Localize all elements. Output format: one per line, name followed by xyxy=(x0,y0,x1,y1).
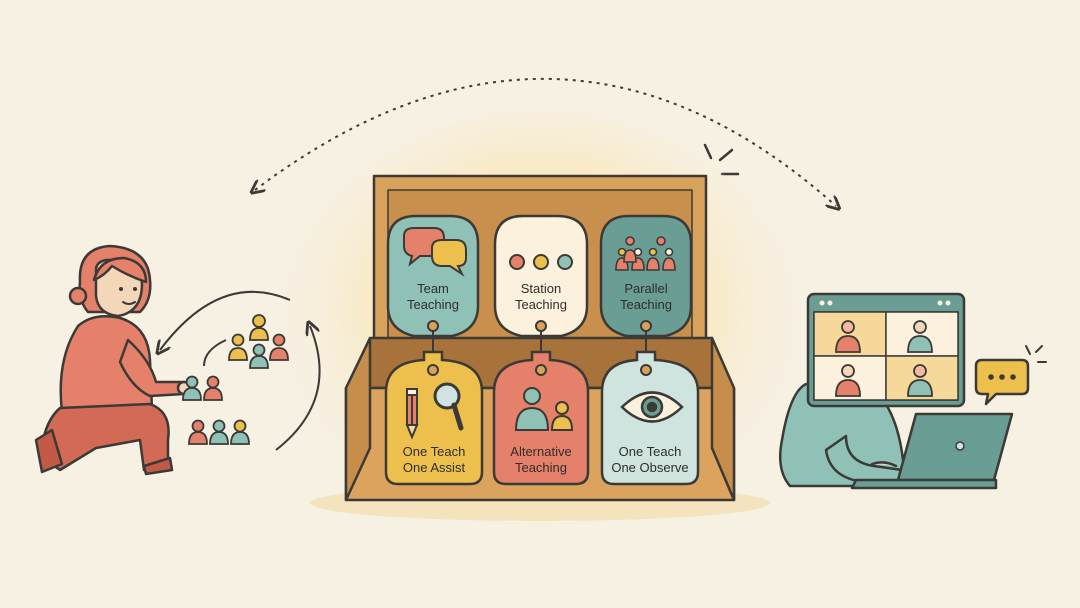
tag-alternative-teaching-line2: Teaching xyxy=(515,460,567,475)
tag-one-teach-one-observe-line2: One Observe xyxy=(611,460,688,475)
tag-parallel-teaching: Parallel Teaching xyxy=(599,214,693,338)
speech-bubbles-icon xyxy=(403,227,467,277)
teacher-hair-bun xyxy=(68,286,88,306)
video-call-monitor-icon xyxy=(806,292,966,408)
tag-hole xyxy=(427,364,439,376)
tag-team-teaching-line1: Team xyxy=(417,281,449,296)
tag-strings xyxy=(432,331,647,352)
laptop-icon xyxy=(850,412,1014,490)
small-group-icon xyxy=(514,387,574,431)
tag-hole xyxy=(535,364,547,376)
teacher-shoe xyxy=(142,456,174,476)
tag-one-teach-one-assist: One Teach One Assist xyxy=(384,350,484,486)
teacher-fringe xyxy=(92,256,148,284)
tag-team-teaching-line2: Teaching xyxy=(407,297,459,312)
remote-teacher-body xyxy=(779,382,906,488)
magnifier-icon xyxy=(433,382,464,431)
teacher-shoe xyxy=(34,428,64,474)
tag-hole xyxy=(640,320,652,332)
remote-teacher xyxy=(779,382,906,488)
tag-one-teach-one-assist-line1: One Teach xyxy=(403,444,466,459)
student-groups-icon xyxy=(615,236,676,271)
tag-station-teaching: Station Teaching xyxy=(493,214,589,338)
tag-alternative-teaching: Alternative Teaching xyxy=(492,350,590,486)
tag-one-teach-one-assist-line2: One Assist xyxy=(403,460,466,475)
tag-parallel-teaching-line2: Teaching xyxy=(620,297,672,312)
eye-icon xyxy=(620,391,684,423)
tag-one-teach-one-observe: One Teach One Observe xyxy=(600,350,700,486)
in-person-teacher xyxy=(34,244,192,476)
sparkle-icon xyxy=(703,143,740,176)
tag-team-teaching: Team Teaching xyxy=(386,214,480,338)
chat-bubble-icon xyxy=(974,345,1047,406)
three-dots-icon xyxy=(509,254,573,270)
student-groups-icon xyxy=(182,314,289,445)
tag-one-teach-one-observe-line1: One Teach xyxy=(619,444,682,459)
toolbox-side-right xyxy=(710,336,736,502)
tag-hole xyxy=(535,320,547,332)
tag-alternative-teaching-line1: Alternative xyxy=(510,444,571,459)
tag-parallel-teaching-line1: Parallel xyxy=(624,281,667,296)
toolbox-side-left xyxy=(344,336,372,502)
cycle-arrows-icon xyxy=(160,290,321,451)
tag-hole xyxy=(427,320,439,332)
tag-hole xyxy=(640,364,652,376)
tag-station-teaching-line2: Teaching xyxy=(515,297,567,312)
pencil-icon xyxy=(405,388,419,440)
tag-station-teaching-line1: Station xyxy=(521,281,561,296)
